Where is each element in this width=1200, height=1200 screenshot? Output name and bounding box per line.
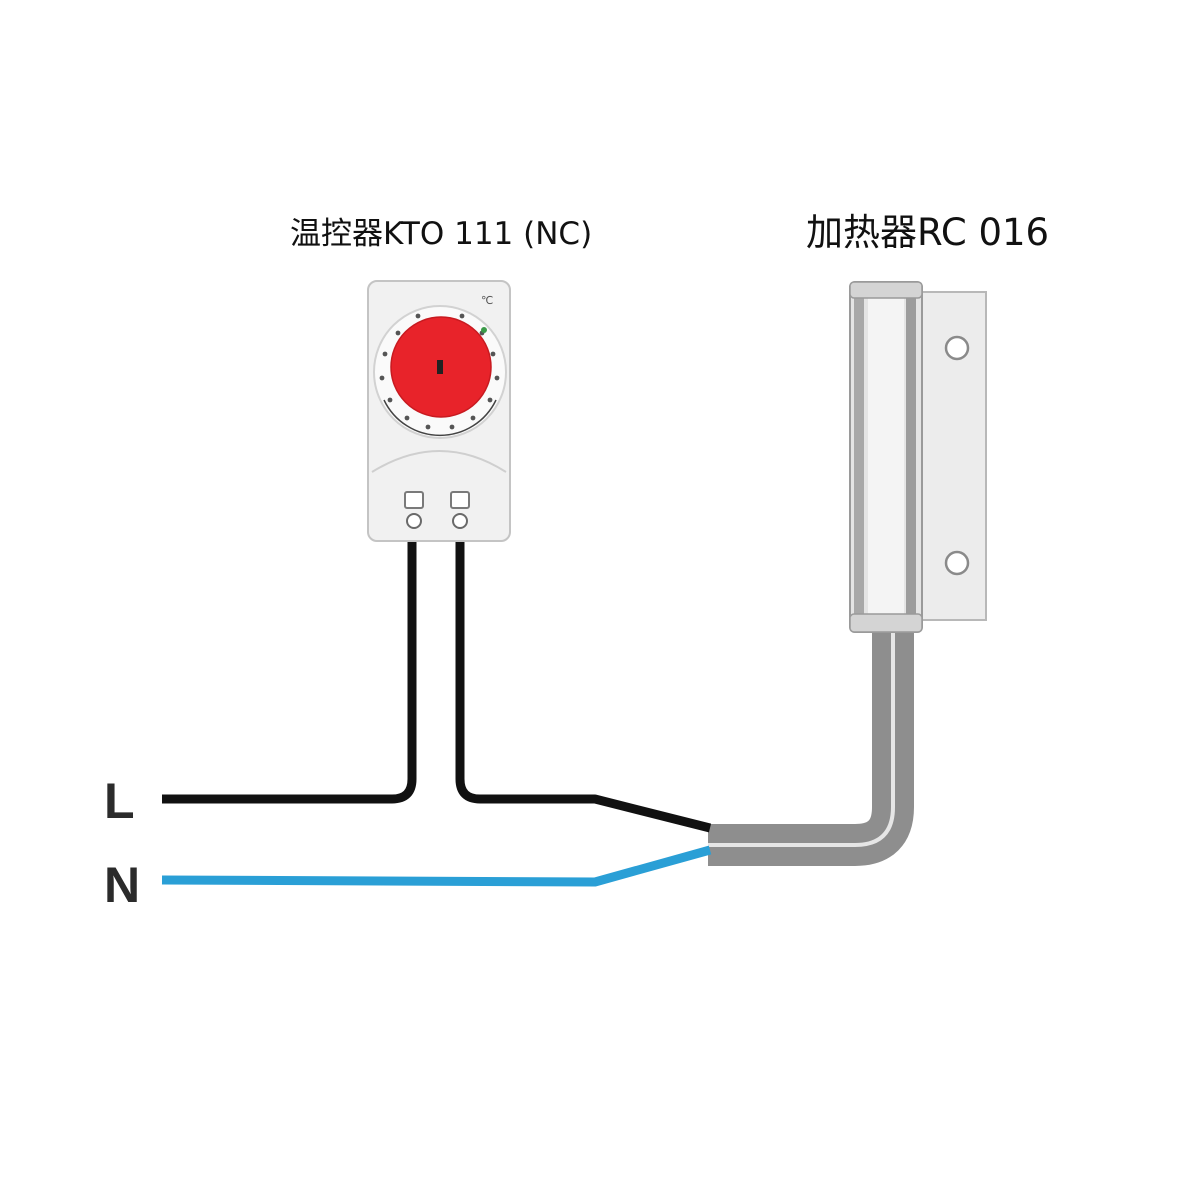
neutral-wire [161, 845, 712, 887]
unit-label: ℃ [481, 294, 493, 307]
heater-body [849, 281, 987, 633]
phase-wire-to-thermostat [162, 528, 417, 804]
thermostat-body: ℃ [367, 280, 511, 542]
heater-title: 加热器RC 016 [806, 211, 1050, 254]
terminal-label-l: L [104, 773, 135, 829]
mounting-hole-bottom [944, 550, 970, 576]
mounting-hole-top [944, 335, 970, 361]
terminal-block [404, 491, 470, 529]
thermostat-to-heater-wire [455, 528, 712, 833]
thermostat-title: 温控器KTO 111 (NC) [290, 216, 593, 252]
terminal-label-n: N [104, 857, 141, 913]
terminal-screw-1 [406, 513, 422, 529]
dial-pointer [437, 360, 443, 374]
terminal-screw-2 [452, 513, 468, 529]
heater-cable [708, 622, 914, 866]
dial-scale-ticks [379, 313, 500, 430]
